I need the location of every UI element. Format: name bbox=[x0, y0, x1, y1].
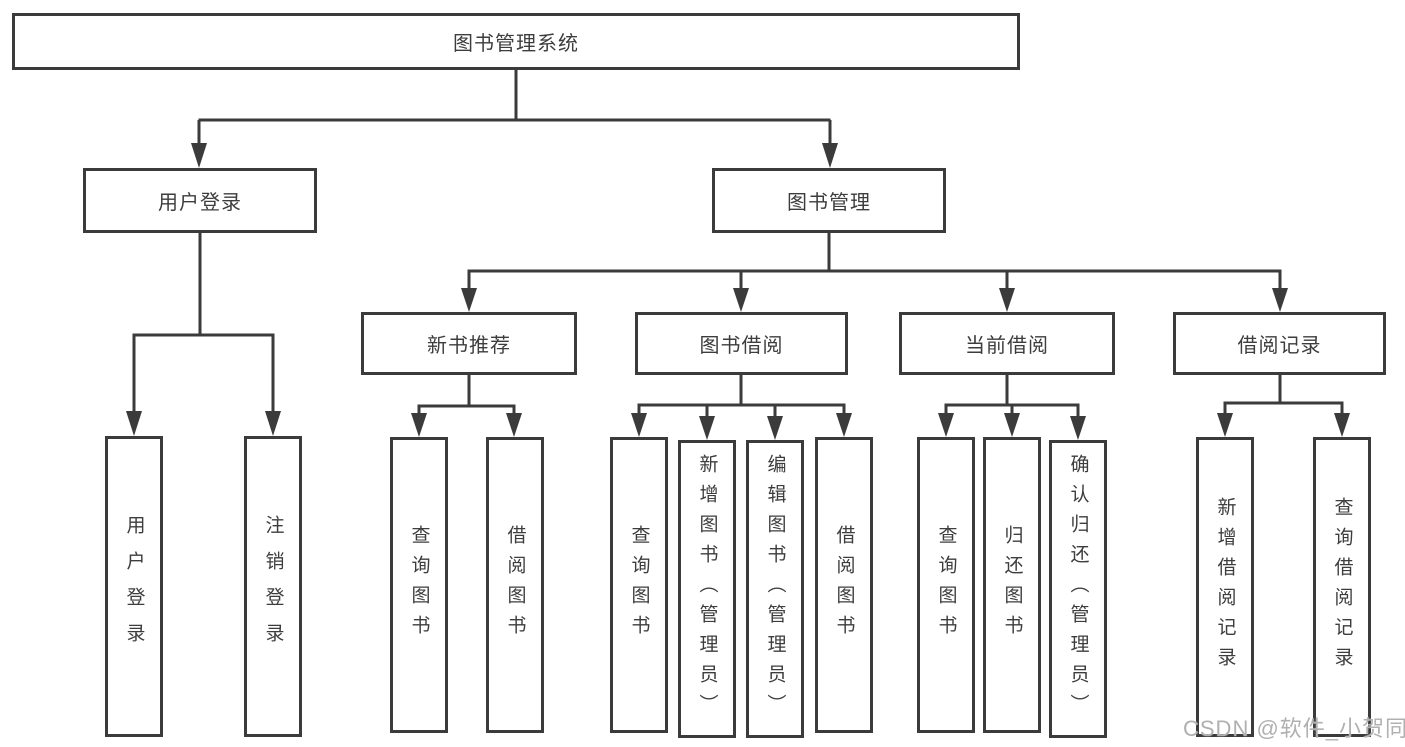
node-user-login: 用户登录 bbox=[83, 168, 317, 233]
csdn-watermark: CSDN @软件_小贺同学 bbox=[1183, 716, 1405, 741]
leaf-borrow-books-1: 借阅图书 bbox=[486, 437, 544, 733]
node-borrowing-records: 借阅记录 bbox=[1173, 312, 1386, 375]
leaf-edit-books-admin: 编辑图书（管理员） bbox=[746, 440, 804, 738]
leaf-add-borrow-record-label: 新增借阅记录 bbox=[1214, 497, 1236, 677]
leaf-user-login: 用户登录 bbox=[105, 436, 163, 737]
leaf-add-books-admin-label: 新增图书（管理员） bbox=[696, 454, 718, 724]
node-book-management: 图书管理 bbox=[712, 168, 946, 233]
leaf-query-borrow-record: 查询借阅记录 bbox=[1313, 437, 1371, 737]
leaf-query-books-3: 查询图书 bbox=[917, 437, 975, 733]
arrow-down-icons bbox=[126, 143, 1350, 440]
node-library-management-system-label: 图书管理系统 bbox=[453, 33, 579, 55]
leaf-logout-label: 注销登录 bbox=[262, 514, 284, 659]
leaf-query-books-1: 查询图书 bbox=[390, 437, 448, 733]
leaf-query-borrow-record-label: 查询借阅记录 bbox=[1331, 497, 1353, 677]
leaf-confirm-return-admin: 确认归还（管理员） bbox=[1049, 440, 1107, 738]
node-library-management-system: 图书管理系统 bbox=[12, 13, 1020, 70]
leaf-edit-books-admin-label: 编辑图书（管理员） bbox=[764, 454, 786, 724]
leaf-return-books: 归还图书 bbox=[983, 437, 1041, 733]
node-user-login-label: 用户登录 bbox=[158, 192, 242, 214]
leaf-add-borrow-record: 新增借阅记录 bbox=[1196, 437, 1254, 737]
leaf-return-books-label: 归还图书 bbox=[1001, 525, 1023, 645]
node-new-book-recommend: 新书推荐 bbox=[361, 312, 577, 375]
node-book-borrowing: 图书借阅 bbox=[635, 312, 848, 375]
leaf-borrow-books-1-label: 借阅图书 bbox=[504, 525, 526, 645]
leaf-query-books-1-label: 查询图书 bbox=[408, 525, 430, 645]
leaf-borrow-books-2-label: 借阅图书 bbox=[833, 525, 855, 645]
node-book-management-label: 图书管理 bbox=[787, 192, 871, 214]
node-current-borrowing-label: 当前借阅 bbox=[965, 335, 1049, 357]
leaf-borrow-books-2: 借阅图书 bbox=[815, 437, 873, 733]
leaf-confirm-return-admin-label: 确认归还（管理员） bbox=[1067, 454, 1089, 724]
node-current-borrowing: 当前借阅 bbox=[899, 312, 1115, 375]
leaf-add-books-admin: 新增图书（管理员） bbox=[678, 440, 736, 738]
leaf-query-books-2: 查询图书 bbox=[610, 437, 668, 733]
node-book-borrowing-label: 图书借阅 bbox=[699, 335, 784, 357]
node-new-book-recommend-label: 新书推荐 bbox=[427, 335, 511, 357]
node-borrowing-records-label: 借阅记录 bbox=[1237, 335, 1322, 357]
leaf-logout: 注销登录 bbox=[244, 436, 302, 737]
leaf-user-login-label: 用户登录 bbox=[123, 514, 145, 659]
leaf-query-books-2-label: 查询图书 bbox=[628, 525, 650, 645]
leaf-query-books-3-label: 查询图书 bbox=[935, 525, 957, 645]
